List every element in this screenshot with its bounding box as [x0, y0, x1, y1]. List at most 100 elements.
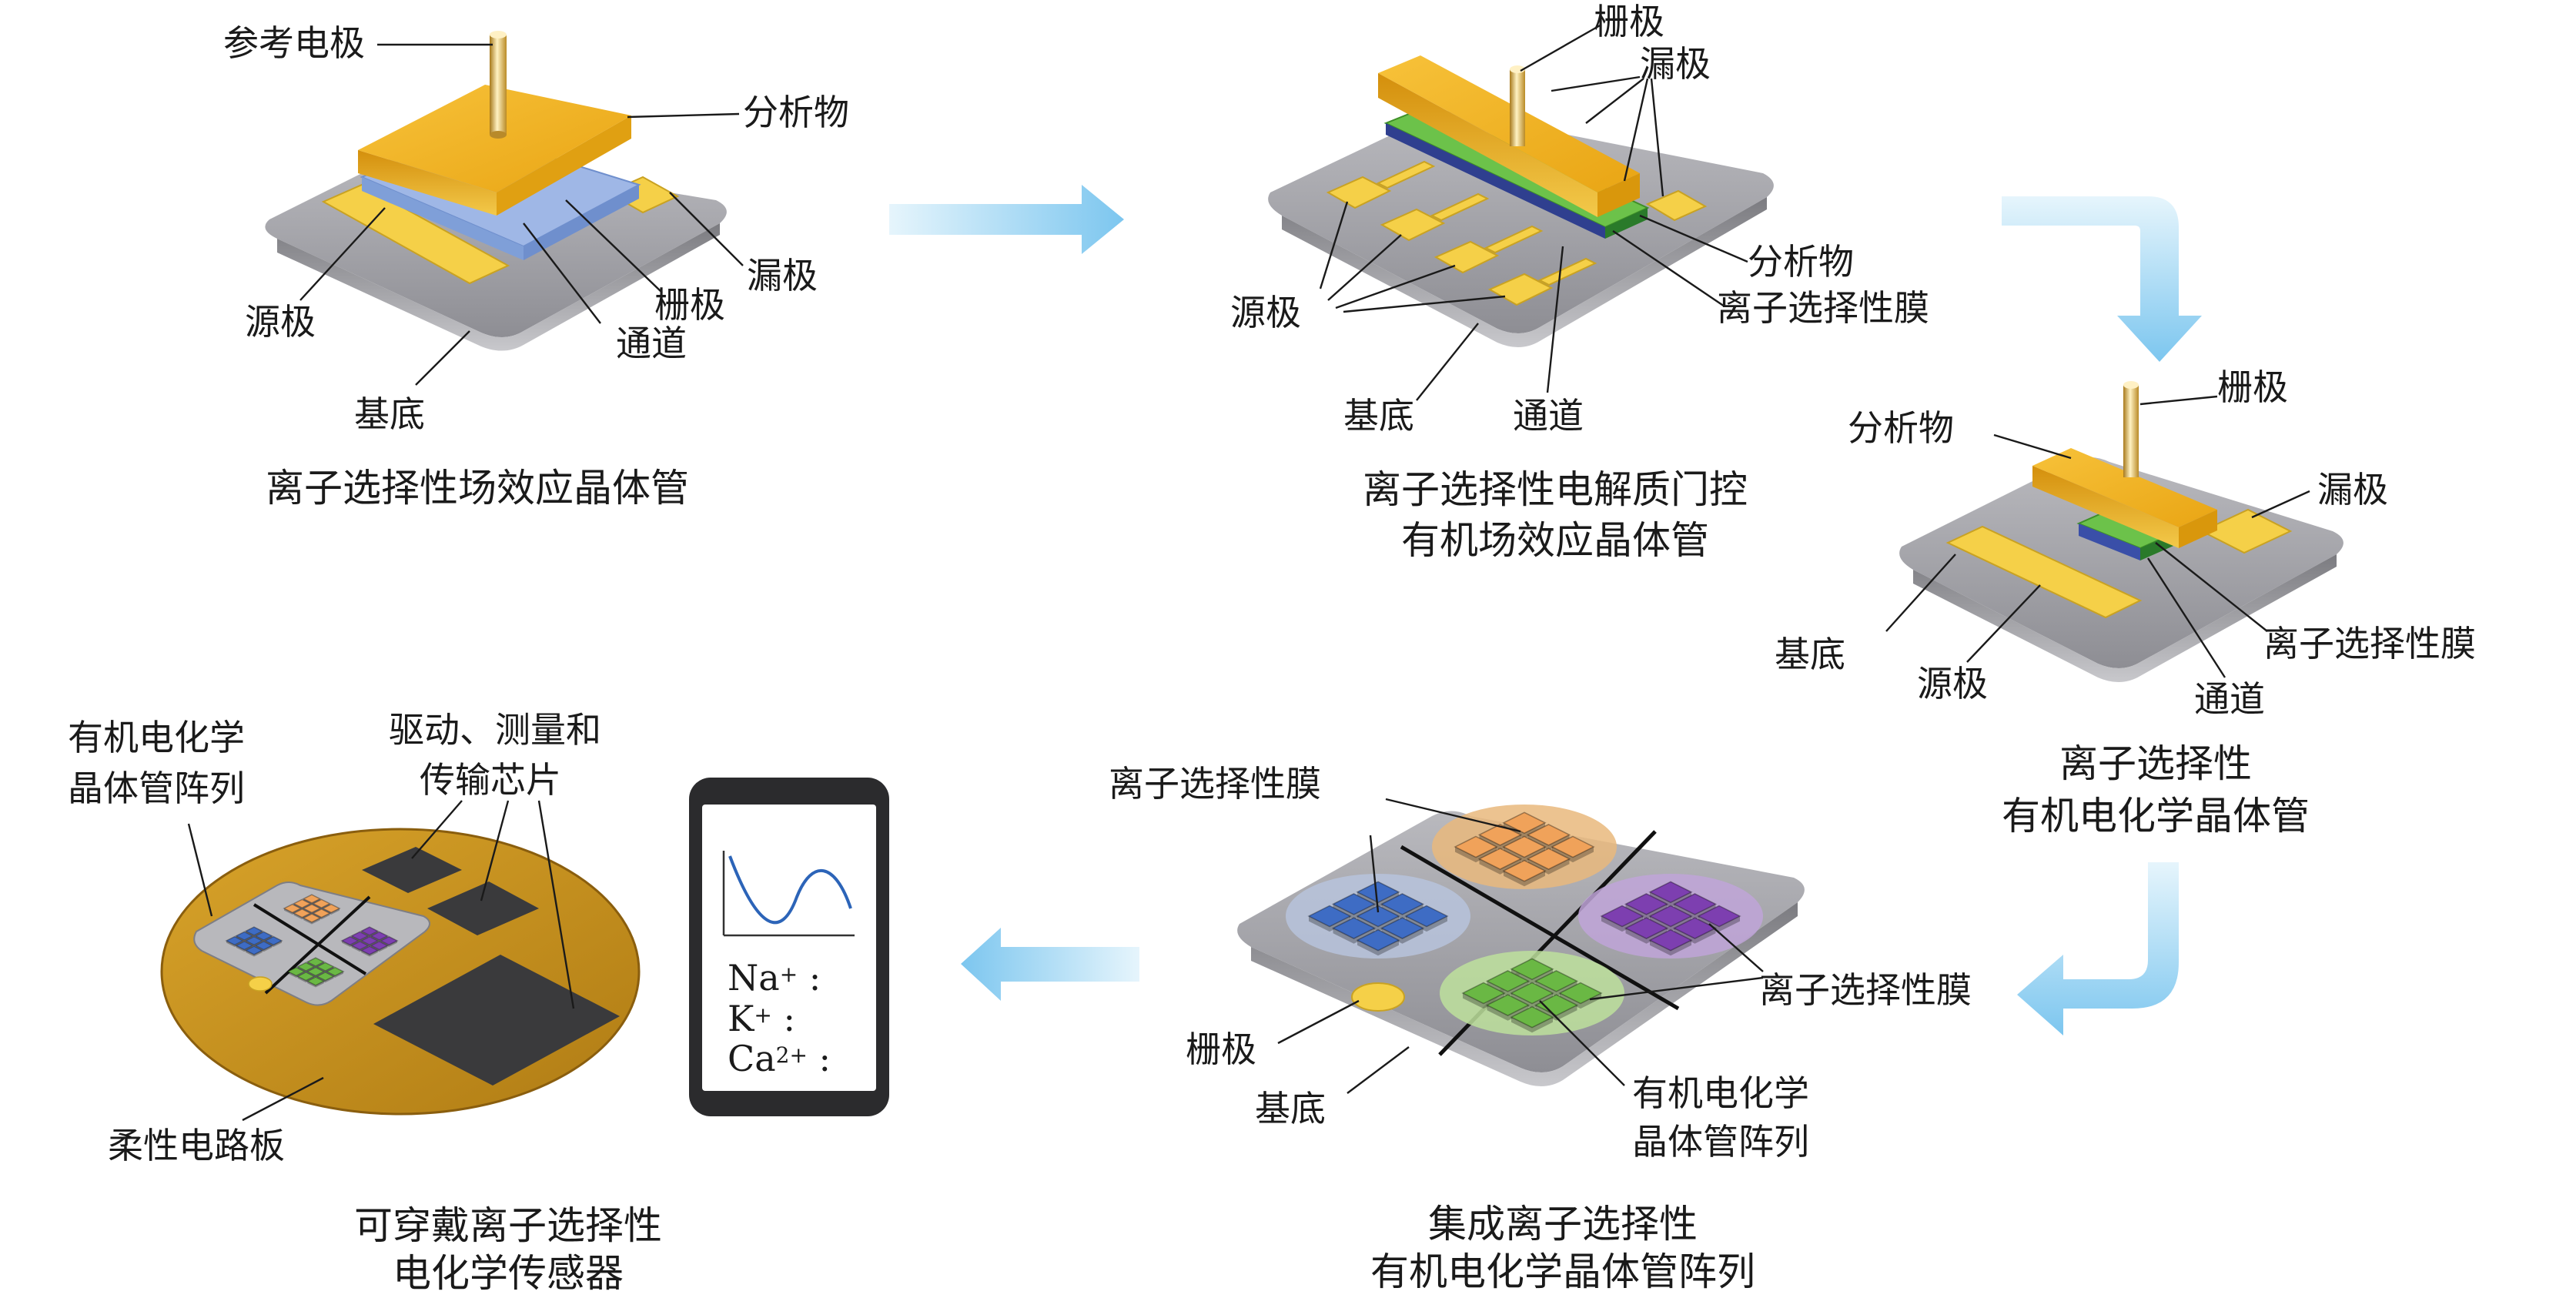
green-cell — [1510, 1005, 1554, 1029]
source-electrode — [321, 183, 510, 285]
caption-isoect-line1: 离子选择性 — [2059, 741, 2252, 786]
green-cell — [1485, 994, 1531, 1016]
gate-bar — [2032, 448, 2217, 527]
purple-cell — [1648, 905, 1693, 928]
reference-electrode-rod — [490, 35, 507, 135]
mini-green-cell — [296, 962, 316, 972]
mini-orange-cell — [312, 908, 332, 918]
mini-orange-cell — [302, 894, 322, 904]
purple-cell — [1624, 893, 1669, 915]
caption-wearable-line1: 可穿戴离子选择性 — [354, 1203, 662, 1248]
mini-green-cell — [306, 957, 326, 967]
orange-cell-side — [1504, 871, 1545, 887]
caption-array-line2: 有机电化学晶体管阵列 — [1370, 1249, 1755, 1294]
mini-blue-cell — [244, 935, 264, 946]
mini-purple-cell — [340, 935, 360, 946]
label-substrate: 基底 — [1343, 395, 1414, 437]
mini-purple-cell — [379, 935, 399, 946]
purple-cell — [1648, 881, 1693, 904]
purple-cell — [1600, 905, 1644, 928]
mini-blue-cell — [254, 941, 274, 951]
mini-blue-cell — [244, 945, 264, 955]
mini-transistor-cells — [225, 894, 399, 988]
mini-green-cell — [296, 972, 316, 982]
mini-green-cell — [286, 966, 306, 977]
orange-cell — [1477, 848, 1523, 870]
label-drain: 漏极 — [747, 255, 818, 296]
blue-cell — [1380, 893, 1425, 915]
readout-calcium: Ca2+ : — [728, 1038, 831, 1079]
chip-large — [373, 955, 620, 1086]
label-flexible-pcb: 柔性电路板 — [108, 1125, 285, 1166]
source-electrode-3 — [1434, 240, 1500, 274]
green-cell — [1534, 994, 1579, 1016]
mini-blue-cell — [234, 931, 254, 941]
label-gate: 栅极 — [1186, 1029, 1256, 1070]
mini-blue-cell — [244, 926, 264, 936]
label-source: 源极 — [245, 301, 316, 343]
green-cell — [1510, 982, 1554, 1005]
caption-egofet-line1: 离子选择性电解质门控 — [1363, 467, 1748, 512]
gate-rod — [1510, 69, 1525, 146]
mini-green-cell — [325, 966, 345, 977]
label-array-line1: 有机电化学 — [68, 717, 245, 758]
substrate-edge — [1282, 197, 1767, 348]
mini-orange-cell — [302, 903, 322, 914]
blue-cell — [1331, 917, 1377, 939]
orange-cell — [1526, 848, 1571, 870]
mini-blue-cell — [254, 931, 274, 941]
substrate-edge — [1913, 554, 2337, 683]
mini-purple-cell — [350, 941, 370, 951]
label-drain: 漏极 — [1640, 43, 1711, 85]
purple-cell — [1648, 928, 1693, 952]
label-channel: 通道 — [616, 323, 687, 364]
source-electrode — [1945, 525, 2143, 619]
readout-sodium: Na+ : — [728, 957, 821, 999]
analyte-block — [358, 85, 631, 192]
orange-cell — [1526, 824, 1571, 846]
blue-cell — [1380, 917, 1425, 939]
blue-cell — [1331, 893, 1377, 915]
channel-block — [2079, 524, 2140, 560]
blue-cell — [1404, 905, 1449, 928]
mini-green-cell-side — [307, 981, 324, 988]
mini-green-cell — [306, 976, 326, 986]
label-gate: 栅极 — [654, 284, 725, 326]
blue-cell-side — [1357, 940, 1399, 956]
mini-blue-cell — [263, 935, 283, 946]
flow-arrow-2 — [2002, 196, 2202, 362]
mini-purple-cell — [370, 931, 390, 941]
chip-small — [362, 847, 462, 893]
panel-array — [1237, 798, 1805, 1094]
green-cell-side — [1511, 1017, 1553, 1033]
label-membrane: 离子选择性膜 — [1717, 287, 1929, 329]
purple-cell — [1697, 905, 1741, 928]
mini-orange-cell — [292, 908, 312, 918]
orange-cell — [1502, 859, 1547, 882]
panel-isoect — [1885, 381, 2343, 683]
mini-purple-cell — [350, 931, 370, 941]
label-membrane-right: 离子选择性膜 — [1759, 969, 1972, 1011]
label-substrate: 基底 — [1775, 634, 1845, 675]
green-cell — [1510, 958, 1554, 981]
label-gate: 栅极 — [1594, 1, 1664, 42]
mini-orange-cell — [321, 903, 341, 914]
label-membrane: 离子选择性膜 — [2263, 623, 2476, 664]
label-analyte: 分析物 — [1848, 407, 1954, 449]
chip-medium — [427, 882, 539, 935]
mini-orange-cell — [302, 913, 322, 923]
label-channel: 通道 — [1513, 395, 1584, 437]
blue-cell — [1307, 905, 1352, 928]
panel-wearable — [160, 778, 889, 1122]
transistor-cells — [1307, 811, 1741, 1033]
label-source: 源极 — [1917, 663, 1988, 704]
panel-egofet — [1268, 23, 1774, 401]
blue-cell — [1356, 905, 1400, 928]
green-cell — [1534, 970, 1579, 992]
caption-egofet-line2: 有机场效应晶体管 — [1401, 518, 1709, 563]
mini-orange-cell — [292, 898, 312, 908]
label-array-line2: 晶体管阵列 — [1632, 1121, 1809, 1163]
substrate-slab — [1268, 111, 1774, 334]
mini-orange-cell-side — [303, 918, 320, 925]
